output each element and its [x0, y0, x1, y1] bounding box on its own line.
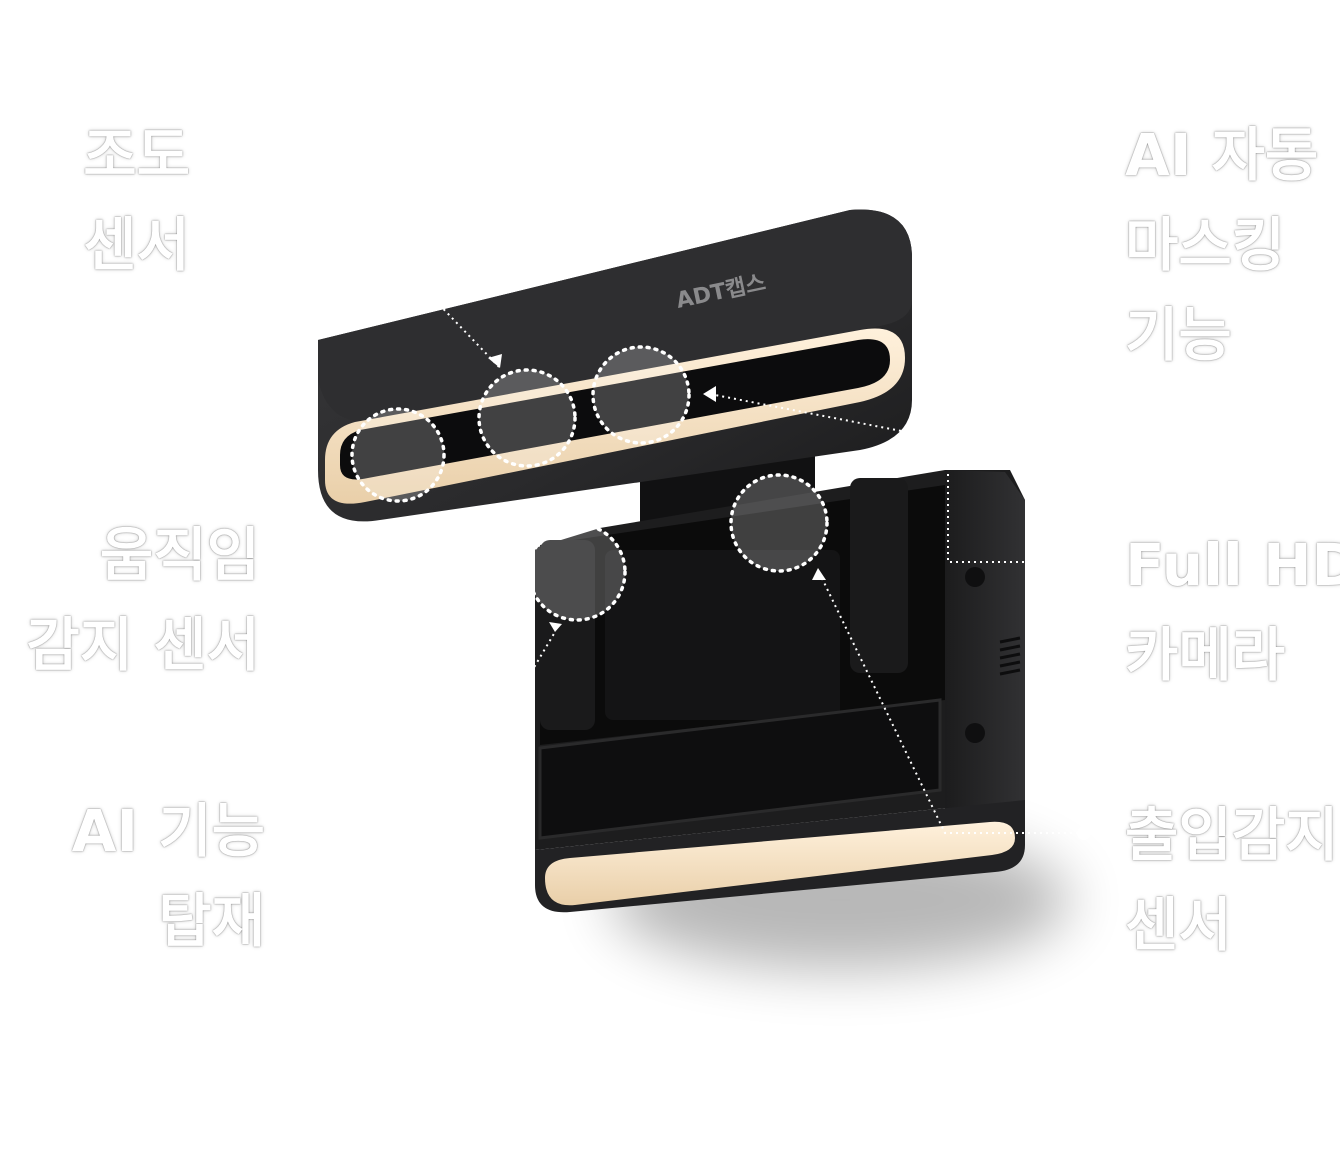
label-full-hd-camera: Full HD 카메라 [1125, 531, 1340, 689]
label-entry-sensor: 출입감지 센서 [1125, 801, 1339, 959]
upper-unit: ADT캡스 [318, 209, 912, 522]
leader-ai-chip [313, 631, 556, 827]
highlight-motion-sensor [350, 407, 446, 503]
leader-masking [859, 152, 1082, 199]
highlight-ai-chip [527, 522, 627, 622]
highlight-camera [591, 345, 691, 445]
label-ai-auto-masking: AI 자동 마스킹 기능 [1125, 121, 1319, 369]
highlight-entry-sensor [729, 473, 829, 573]
leader-illumination [224, 148, 501, 369]
leader-camera [714, 394, 1084, 563]
highlight-illumination-sensor [477, 368, 577, 468]
lower-unit [535, 470, 1025, 913]
leader-entry [817, 569, 1084, 834]
label-ai-chip: AI 기능 탑재 [71, 797, 265, 955]
label-illumination-sensor: 조도 센서 [83, 121, 190, 279]
label-motion-sensor: 움직임 감지 센서 [26, 521, 260, 679]
leader-motion [306, 517, 401, 553]
